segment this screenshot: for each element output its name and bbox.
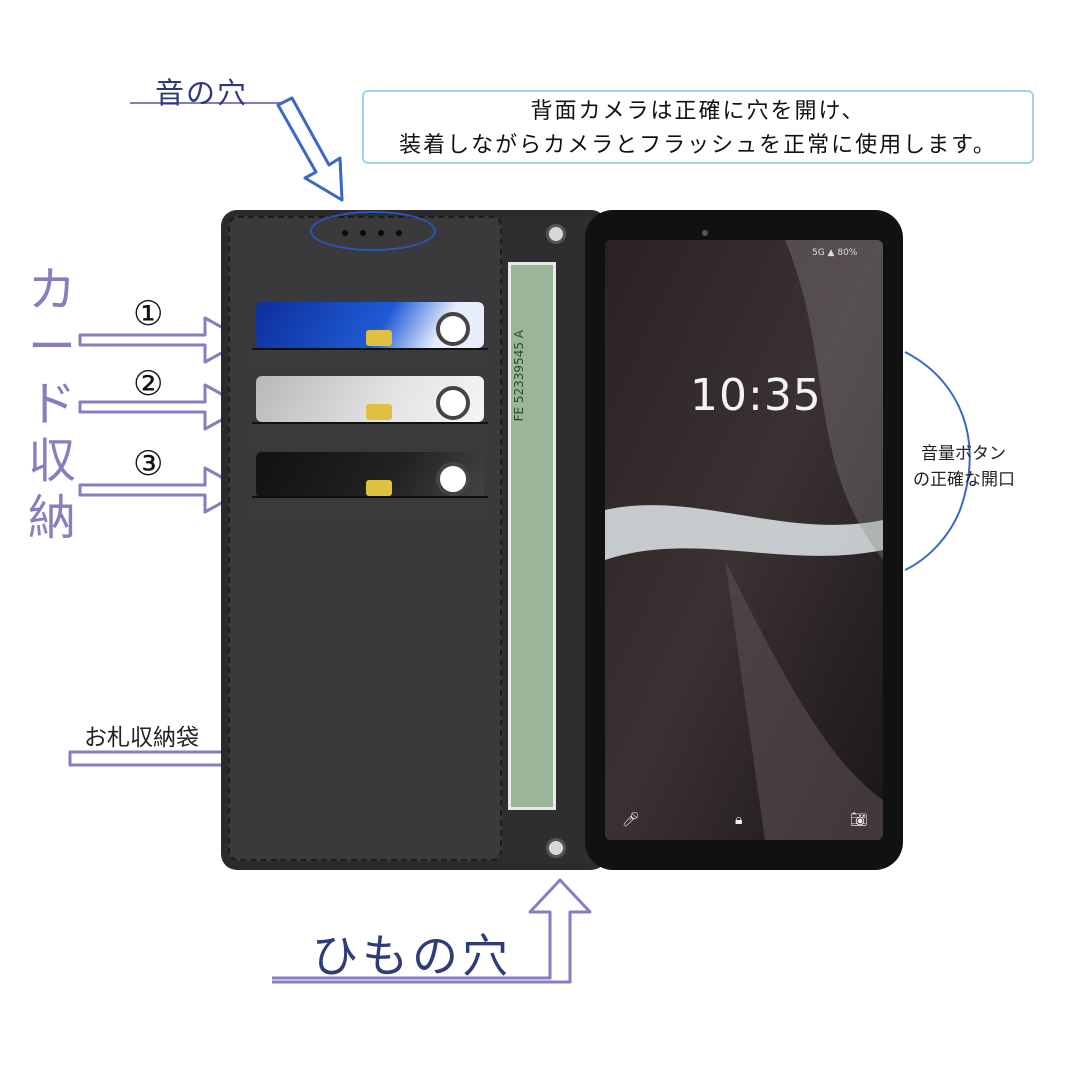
card-3-black [256, 452, 484, 498]
info-line-1: 背面カメラは正確に穴を開け、 [530, 99, 866, 124]
volume-label-line1: 音量ボタン [921, 444, 1006, 464]
lock-icon[interactable]: 🔒︎ [735, 812, 743, 828]
card-number-2: ② [133, 364, 164, 404]
card-1-blue [256, 302, 484, 348]
info-line-2: 装着しながらカメラとフラッシュを正常に使用します。 [399, 133, 997, 158]
card-chip [366, 480, 392, 496]
card-logo [436, 312, 470, 346]
card-storage-label: カード収納 [27, 262, 76, 546]
strap-hole-label: ひもの穴 [312, 929, 512, 983]
card-chip [366, 330, 392, 346]
sound-hole-label: 音の穴 [155, 76, 249, 110]
camera-icon[interactable]: 📷︎ [850, 812, 868, 828]
banknote [508, 262, 556, 810]
card-logo [436, 386, 470, 420]
card-pocket [252, 422, 488, 442]
phone-screen [605, 240, 883, 840]
card-logo [436, 462, 470, 496]
card-2-silver [256, 376, 484, 422]
card-number-1: ① [133, 294, 164, 334]
bill-pocket-label: お札収納袋 [84, 725, 199, 751]
front-camera [702, 230, 708, 236]
wallpaper [605, 240, 883, 840]
volume-arc [904, 351, 971, 571]
card-pocket [252, 348, 488, 368]
strap-arrow [272, 878, 592, 984]
card-number-3: ③ [133, 444, 164, 484]
mic-icon[interactable]: 🎤︎ [622, 812, 640, 828]
strap-grommet-top [546, 224, 566, 244]
card-chip [366, 404, 392, 420]
card-pocket [252, 496, 488, 516]
lockscreen-clock: 10:35 [690, 370, 822, 421]
volume-label-line2: の正確な開口 [913, 470, 1015, 490]
feature-info-box: 背面カメラは正確に穴を開け、 装着しながらカメラとフラッシュを正常に使用します。 [362, 90, 1034, 164]
sound-hole-arrow [276, 96, 344, 202]
speaker-highlight-oval [310, 211, 436, 251]
status-bar: 5G ▲ 80% [812, 248, 858, 258]
banknote-serial: FE 52339545 A [512, 330, 526, 422]
strap-grommet-bottom [546, 838, 566, 858]
